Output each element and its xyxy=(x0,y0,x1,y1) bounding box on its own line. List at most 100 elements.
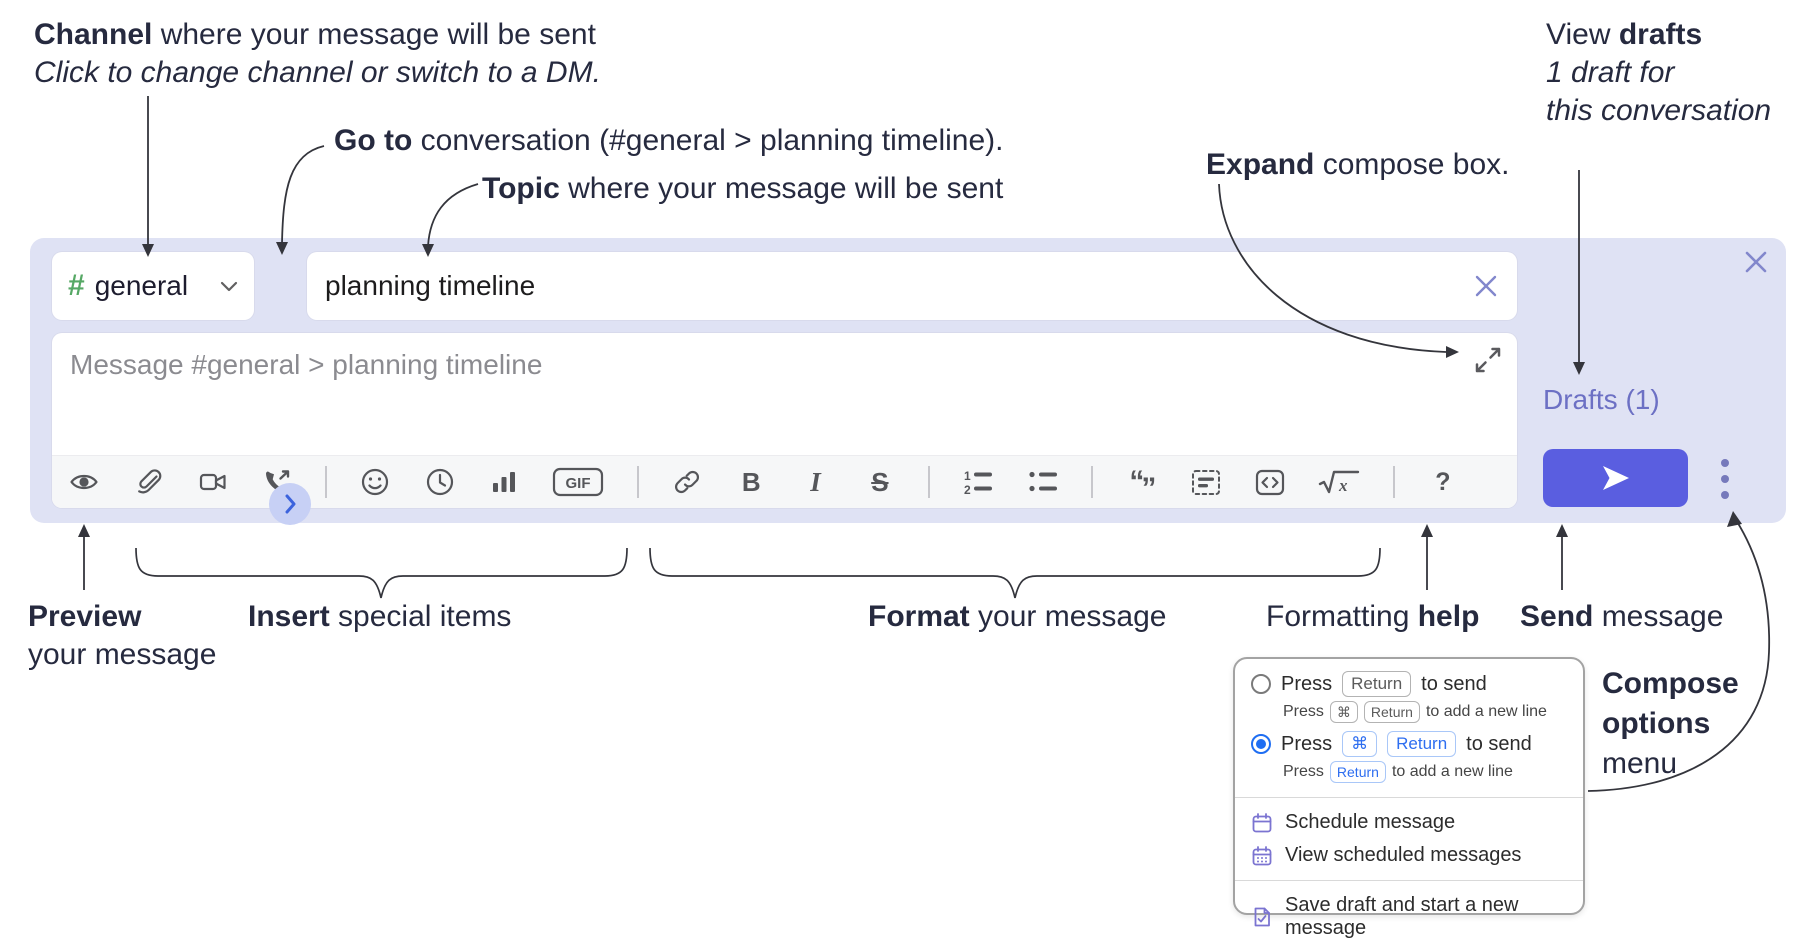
option-subtext: to add a new line xyxy=(1425,703,1547,720)
keycap-return: Return xyxy=(1342,671,1412,697)
svg-text:1: 1 xyxy=(964,469,971,483)
quote-open-glyph: “ xyxy=(1129,465,1144,498)
audio-call-icon[interactable] xyxy=(261,465,293,499)
goto-conversation-button[interactable] xyxy=(269,483,311,525)
label-format-bold: Format xyxy=(868,600,970,633)
bulleted-list-icon[interactable] xyxy=(1027,465,1059,499)
code-block-icon[interactable] xyxy=(1190,465,1222,499)
annotation-goto: Go to conversation (#general > planning … xyxy=(334,122,1004,160)
draft-document-check-icon xyxy=(1254,907,1270,927)
annotation-channel: Channel where your message will be sent xyxy=(34,16,596,54)
gif-icon[interactable]: GIF xyxy=(552,465,604,499)
link-icon[interactable] xyxy=(671,465,703,499)
topic-input[interactable]: planning timeline xyxy=(307,252,1517,320)
calendar-dots-icon xyxy=(1252,845,1272,865)
poll-bar-chart-icon[interactable] xyxy=(488,465,520,499)
goto-connector-line xyxy=(281,145,325,245)
menu-item-label: Schedule message xyxy=(1285,811,1456,833)
radio-unselected[interactable] xyxy=(1251,674,1271,694)
label-insert-rest: special items xyxy=(329,600,512,633)
label-format: Format your message xyxy=(868,598,1166,636)
italic-icon[interactable]: I xyxy=(810,466,821,497)
close-compose-icon[interactable] xyxy=(1742,248,1770,276)
menu-item-view-scheduled[interactable]: View scheduled messages xyxy=(1235,839,1583,872)
option-text: Press xyxy=(1281,732,1333,755)
annotation-channel-bold: Channel xyxy=(34,18,153,51)
menu-option-return-to-send[interactable]: Press Return to send xyxy=(1235,669,1583,699)
menu-item-label: View scheduled messages xyxy=(1285,844,1522,866)
label-send: Send message xyxy=(1520,598,1723,636)
format-brace xyxy=(649,547,1381,599)
label-compose-line3: menu xyxy=(1602,747,1678,780)
channel-hash-icon: # xyxy=(68,269,85,302)
compose-box: # general planning timeline Message #gen… xyxy=(30,238,1786,525)
topic-connector-line xyxy=(427,183,479,247)
kebab-dot xyxy=(1721,459,1729,467)
svg-text:x: x xyxy=(1338,476,1348,495)
preview-eye-icon[interactable] xyxy=(68,465,100,499)
compose-options-menu: Press Return to send Press ⌘ Return to a… xyxy=(1233,657,1585,939)
compose-options-kebab-button[interactable] xyxy=(1707,450,1743,508)
video-camera-icon[interactable] xyxy=(197,465,229,499)
drafts-link[interactable]: Drafts (1) xyxy=(1543,384,1660,415)
annotation-goto-bold: Go to xyxy=(334,124,413,157)
annotation-view-drafts-line3: this conversation xyxy=(1546,94,1772,127)
menu-option-sub: Press Return to add a new line xyxy=(1235,759,1583,789)
menu-item-save-draft[interactable]: Save draft and start a new message xyxy=(1235,889,1583,944)
formula-icon[interactable]: x xyxy=(1318,465,1360,499)
recent-clock-icon[interactable] xyxy=(424,465,456,499)
emoji-icon[interactable] xyxy=(359,465,391,499)
arrowhead-send xyxy=(1556,524,1568,537)
annotation-view-drafts: View drafts xyxy=(1546,16,1702,54)
annotation-topic: Topic where your message will be sent xyxy=(482,170,1003,208)
option-subtext: to add a new line xyxy=(1391,763,1513,780)
send-paper-plane-icon xyxy=(1602,466,1629,490)
annotation-expand-bold: Expand xyxy=(1206,148,1315,181)
bold-icon[interactable]: B xyxy=(741,466,761,497)
label-help-bold: help xyxy=(1417,600,1480,633)
menu-item-schedule-message[interactable]: Schedule message xyxy=(1235,806,1583,839)
formatting-help-icon[interactable]: ? xyxy=(1435,467,1451,496)
menu-divider xyxy=(1235,797,1583,798)
send-button[interactable] xyxy=(1543,449,1688,507)
radio-selected[interactable] xyxy=(1251,734,1271,754)
option-text: Press xyxy=(1281,672,1333,695)
annotation-view-drafts-pre: View xyxy=(1546,18,1619,51)
annotation-goto-rest: conversation (#general > planning timeli… xyxy=(412,124,1004,157)
option-subtext: Press xyxy=(1283,703,1324,720)
label-insert: Insert special items xyxy=(248,598,511,636)
annotation-view-drafts-bold: drafts xyxy=(1618,18,1703,51)
label-preview-line2: your message xyxy=(28,638,217,671)
blockquote-icon[interactable]: “” xyxy=(1125,465,1157,504)
label-formatting-help: Formatting help xyxy=(1266,598,1479,636)
strikethrough-icon[interactable]: S xyxy=(871,466,889,497)
kebab-dot xyxy=(1721,475,1729,483)
menu-item-label: Save draft and start a new message xyxy=(1285,894,1519,939)
option-text: to send xyxy=(1466,732,1532,755)
keycap-return: Return xyxy=(1363,701,1420,723)
label-send-bold: Send xyxy=(1520,600,1594,633)
svg-text:2: 2 xyxy=(964,483,971,497)
label-insert-bold: Insert xyxy=(248,600,330,633)
attachment-paperclip-icon[interactable] xyxy=(132,465,164,499)
toolbar-divider xyxy=(636,466,639,498)
inline-code-icon[interactable] xyxy=(1254,465,1286,499)
arrowhead-preview xyxy=(78,524,90,537)
annotation-view-drafts-line2: 1 draft for xyxy=(1546,56,1675,89)
expand-compose-icon[interactable] xyxy=(1473,345,1503,375)
menu-option-sub: Press ⌘ Return to add a new line xyxy=(1235,699,1583,729)
kebab-dot xyxy=(1721,491,1729,499)
clear-topic-icon[interactable] xyxy=(1473,273,1499,299)
annotation-expand-rest: compose box. xyxy=(1314,148,1510,181)
toolbar-divider xyxy=(325,466,328,498)
menu-divider xyxy=(1235,880,1583,881)
menu-option-cmd-return-to-send[interactable]: Press ⌘ Return to send xyxy=(1235,729,1583,759)
chevron-right-icon xyxy=(285,494,296,514)
label-send-rest: message xyxy=(1593,600,1724,633)
channel-selector-button[interactable]: # general xyxy=(52,252,254,320)
annotation-expand: Expand compose box. xyxy=(1206,146,1509,184)
keycap-return: Return xyxy=(1329,761,1386,783)
message-input-area[interactable]: Message #general > planning timeline xyxy=(52,333,1517,508)
